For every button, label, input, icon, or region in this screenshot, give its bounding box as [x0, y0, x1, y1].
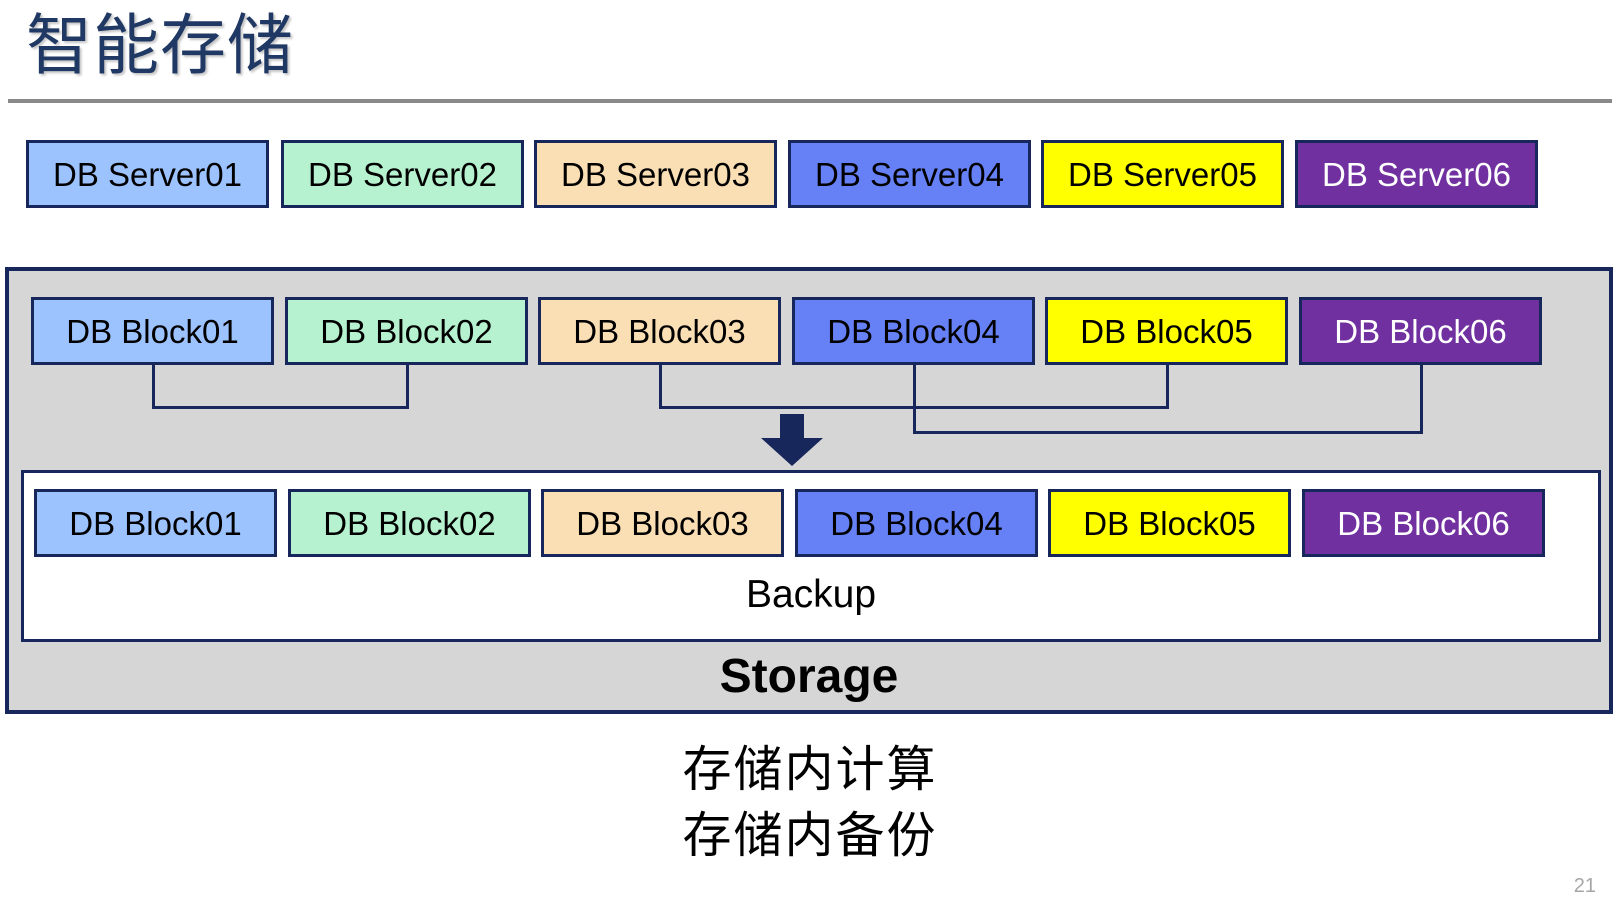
- backup-label: Backup: [745, 573, 877, 616]
- connector-3-bottom: [913, 431, 1423, 434]
- db-server-box-label: DB Server01: [53, 155, 242, 193]
- connector-2-left: [659, 365, 662, 406]
- db-block-box-1[interactable]: DB Block01: [31, 297, 274, 365]
- storage-label: Storage: [719, 650, 899, 703]
- backup-block-box-label: DB Block01: [69, 504, 242, 542]
- backup-block-box-5[interactable]: DB Block05: [1048, 489, 1291, 557]
- db-server-box-4[interactable]: DB Server04: [788, 140, 1031, 208]
- backup-block-box-label: DB Block04: [830, 504, 1003, 542]
- backup-block-box-6[interactable]: DB Block06: [1302, 489, 1545, 557]
- page-title: 智能存储: [26, 8, 294, 82]
- db-block-box-2[interactable]: DB Block02: [285, 297, 528, 365]
- footer-line-1: 存储内计算: [682, 743, 938, 797]
- db-server-box-2[interactable]: DB Server02: [281, 140, 524, 208]
- db-server-box-label: DB Server05: [1068, 155, 1257, 193]
- db-block-box-label: DB Block04: [827, 312, 1000, 350]
- connector-2-right: [1166, 365, 1169, 406]
- db-block-box-3[interactable]: DB Block03: [538, 297, 781, 365]
- db-block-box-label: DB Block05: [1080, 312, 1253, 350]
- db-server-box-label: DB Server02: [308, 155, 497, 193]
- db-block-box-label: DB Block02: [320, 312, 493, 350]
- db-server-box-3[interactable]: DB Server03: [534, 140, 777, 208]
- backup-block-box-label: DB Block05: [1083, 504, 1256, 542]
- storage-panel: DB Block01 DB Block02 DB Block03 DB Block04…: [5, 267, 1613, 714]
- connector-1-left: [152, 365, 155, 406]
- title-divider: [8, 99, 1612, 103]
- db-server-box-1[interactable]: DB Server01: [26, 140, 269, 208]
- connector-3-right: [1420, 365, 1423, 431]
- db-block-box-6[interactable]: DB Block06: [1299, 297, 1542, 365]
- db-server-box-label: DB Server06: [1322, 155, 1511, 193]
- backup-block-box-label: DB Block03: [576, 504, 749, 542]
- backup-block-box-1[interactable]: DB Block01: [34, 489, 277, 557]
- backup-block-box-2[interactable]: DB Block02: [288, 489, 531, 557]
- db-block-box-4[interactable]: DB Block04: [792, 297, 1035, 365]
- db-server-box-5[interactable]: DB Server05: [1041, 140, 1284, 208]
- connector-1-bottom: [152, 406, 409, 409]
- down-arrow-icon: [761, 414, 823, 466]
- connector-1-right: [406, 365, 409, 406]
- db-server-box-label: DB Server04: [815, 155, 1004, 193]
- db-block-box-5[interactable]: DB Block05: [1045, 297, 1288, 365]
- db-block-box-label: DB Block01: [66, 312, 239, 350]
- db-block-box-label: DB Block03: [573, 312, 746, 350]
- backup-block-box-3[interactable]: DB Block03: [541, 489, 784, 557]
- backup-block-box-label: DB Block02: [323, 504, 496, 542]
- db-server-box-label: DB Server03: [561, 155, 750, 193]
- backup-panel: DB Block01 DB Block02 DB Block03 DB Block04…: [21, 470, 1601, 642]
- page-number: 21: [1573, 875, 1596, 897]
- db-block-box-label: DB Block06: [1334, 312, 1507, 350]
- connector-3-left: [913, 365, 916, 431]
- footer-line-2: 存储内备份: [682, 809, 938, 864]
- backup-block-box-4[interactable]: DB Block04: [795, 489, 1038, 557]
- db-server-box-6[interactable]: DB Server06: [1295, 140, 1538, 208]
- backup-block-box-label: DB Block06: [1337, 504, 1510, 542]
- footer-caption: 存储内计算存储内备份: [0, 737, 1620, 869]
